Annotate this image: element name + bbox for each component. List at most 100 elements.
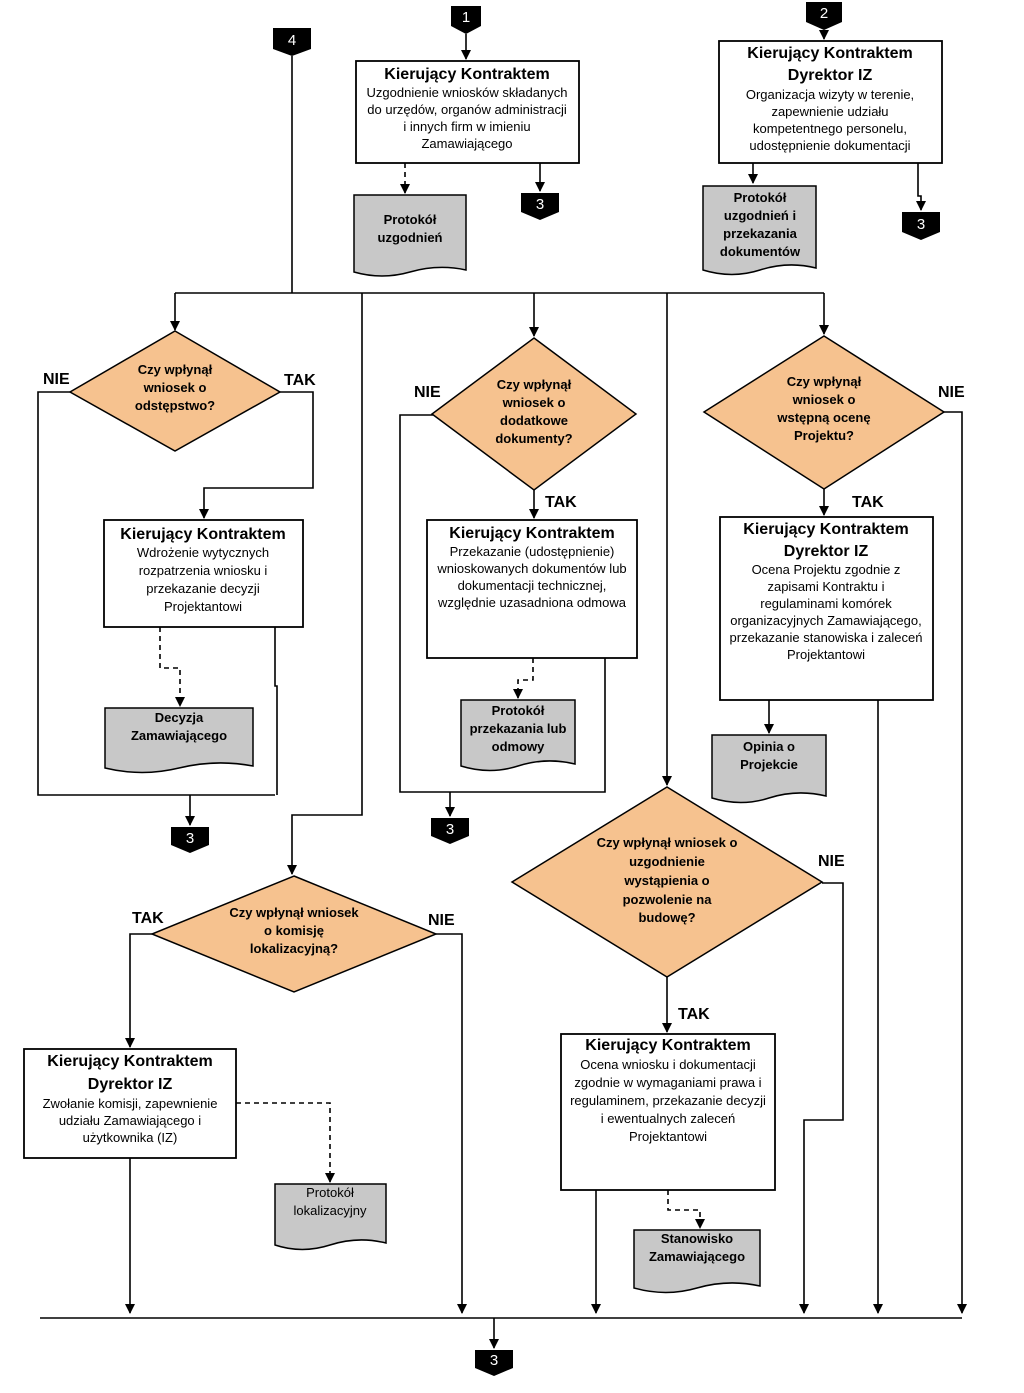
document-text: uzgodnień: [378, 230, 443, 245]
connector-3-middle: 3: [431, 818, 469, 844]
document-text: Opinia o: [743, 739, 795, 754]
box-text: Ocena Projektu zgodnie z: [752, 562, 901, 577]
box-text: organizacyjnych Zamawiającego,: [730, 613, 921, 628]
branch-label-tak: TAK: [852, 494, 884, 511]
document-shape: Stanowisko Zamawiającego: [633, 1229, 761, 1294]
decision-diamond: Czy wpłynął wniosek o komisję lokalizacy…: [150, 875, 438, 993]
connector-4: 4: [273, 28, 311, 56]
branch-label-nie: NIE: [428, 912, 455, 929]
box-text: przekazanie decyzji: [146, 581, 260, 596]
box-text: kompetentnego personelu,: [753, 121, 907, 136]
process-box: Kierujący Kontraktem Przekazanie (udostę…: [426, 519, 638, 659]
connector-3-label: 3: [490, 1352, 498, 1369]
box-text: Zwołanie komisji, zapewnienie: [43, 1096, 218, 1111]
connector-3-label: 3: [186, 830, 194, 847]
document-text: dokumentów: [720, 244, 801, 259]
box-title: Kierujący Kontraktem: [120, 526, 285, 543]
decision-diamond: Czy wpłynął wniosek o uzgodnienie wystąp…: [510, 786, 824, 978]
box-text: użytkownika (IZ): [83, 1130, 178, 1145]
box-text: rozpatrzenia wniosku i: [139, 563, 268, 578]
decision-text: Czy wpłynął: [787, 374, 862, 389]
document-text: przekazania: [723, 226, 797, 241]
document-shape: Protokół uzgodnień i przekazania dokumen…: [702, 185, 817, 276]
box-title: Dyrektor IZ: [784, 543, 869, 560]
process-box: Kierujący Kontraktem Ocena wniosku i dok…: [560, 1033, 776, 1191]
decision-text: wstępną ocenę: [776, 410, 870, 425]
document-shape: Protokół uzgodnień: [353, 194, 467, 277]
decision-text: o komisję: [264, 923, 324, 938]
box-text: Zamawiającego: [421, 136, 512, 151]
decision-text: dokumenty?: [495, 431, 572, 446]
branch-labels: NIE TAK NIE TAK NIE TAK NIE TAK TAK NIE: [43, 371, 965, 1023]
connector-2: 2: [806, 2, 842, 30]
box-title: Kierujący Kontraktem: [449, 525, 614, 542]
connector-3-label: 3: [536, 196, 544, 213]
decision-diamond: Czy wpłynął wniosek o wstępną ocenę Proj…: [702, 335, 946, 490]
flow-lines: [37, 30, 967, 1349]
decision-text: wniosek o: [502, 395, 566, 410]
document-shape: Opinia o Projekcie: [711, 734, 827, 804]
connector-3-label: 3: [917, 216, 925, 233]
box-text: Przekazanie (udostępnienie): [450, 544, 615, 559]
box-text: Wdrożenie wytycznych: [137, 545, 269, 560]
process-box: Kierujący Kontraktem Wdrożenie wytycznyc…: [103, 519, 304, 628]
decision-text: Czy wpłynął wniosek o: [597, 835, 738, 850]
process-box: Kierujący Kontraktem Dyrektor IZ Ocena P…: [719, 516, 934, 701]
box-text: Ocena wniosku i dokumentacji: [580, 1057, 756, 1072]
box-text: do urzędów, organów administracji: [367, 102, 567, 117]
decision-text: Projektu?: [794, 428, 854, 443]
box-text: Projektantowi: [164, 599, 242, 614]
document-text: uzgodnień i: [724, 208, 796, 223]
branch-label-nie: NIE: [818, 853, 845, 870]
document-text: Protokół: [492, 703, 545, 718]
document-text: Protokół: [734, 190, 787, 205]
decision-diamond: Czy wpłynął wniosek o dodatkowe dokument…: [430, 337, 638, 491]
box-text: i ewentualnych zaleceń: [601, 1111, 735, 1126]
document-shape: Protokół lokalizacyjny: [274, 1183, 387, 1251]
box-text: zapewnienie udziału: [771, 104, 888, 119]
box-text: przekazanie stanowiska i zaleceń: [730, 630, 923, 645]
decision-text: Czy wpłynął wniosek: [229, 905, 359, 920]
decision-text: uzgodnienie: [629, 854, 705, 869]
document-text: przekazania lub: [470, 721, 567, 736]
box-title: Dyrektor IZ: [88, 1076, 173, 1093]
document-text: Stanowisko: [661, 1231, 733, 1246]
process-box: Kierujący Kontraktem Dyrektor IZ Zwołani…: [23, 1048, 237, 1159]
process-box: Kierujący Kontraktem Uzgodnienie wnioskó…: [355, 60, 580, 164]
branch-label-tak: TAK: [132, 910, 164, 927]
document-text: Protokół: [306, 1185, 354, 1200]
decision-text: lokalizacyjną?: [250, 941, 338, 956]
branch-label-tak: TAK: [284, 372, 316, 389]
box-text: regulaminem, przekazanie decyzji: [570, 1093, 766, 1108]
box-text: Projektantowi: [787, 647, 865, 662]
decision-text: wniosek o: [143, 380, 207, 395]
box-text: regulaminami komórek: [760, 596, 892, 611]
connector-4-label: 4: [288, 32, 296, 49]
document-text: Zamawiającego: [649, 1249, 745, 1264]
box-title: Kierujący Kontraktem: [747, 45, 912, 62]
decision-text: wniosek o: [792, 392, 856, 407]
decision-text: dodatkowe: [500, 413, 568, 428]
branch-label-nie: NIE: [43, 371, 70, 388]
connector-3-final: 3: [475, 1350, 513, 1376]
decision-text: budowę?: [638, 910, 695, 925]
connector-3-left: 3: [171, 827, 209, 853]
decision-text: odstępstwo?: [135, 398, 215, 413]
box-text: udziału Zamawiającego i: [59, 1113, 201, 1128]
box-title: Kierujący Kontraktem: [585, 1037, 750, 1054]
branch-label-nie: NIE: [414, 384, 441, 401]
document-text: Projekcie: [740, 757, 798, 772]
connector-3-top-left: 3: [521, 193, 559, 220]
box-text: dokumentacji technicznej,: [458, 578, 607, 593]
connector-2-label: 2: [820, 5, 828, 22]
box-text: zapisami Kontraktu i: [767, 579, 884, 594]
box-title: Kierujący Kontraktem: [384, 66, 549, 83]
connector-1: 1: [451, 6, 481, 34]
document-shape: Decyzja Zamawiającego: [104, 707, 254, 774]
box-text: zgodnie w wymaganiami prawa i: [574, 1075, 761, 1090]
connector-3-top-right: 3: [902, 212, 940, 240]
box-title: Kierujący Kontraktem: [743, 521, 908, 538]
branch-label-tak: TAK: [678, 1006, 710, 1023]
box-text: i innych firm w imieniu: [403, 119, 530, 134]
document-text: Protokół: [384, 212, 437, 227]
